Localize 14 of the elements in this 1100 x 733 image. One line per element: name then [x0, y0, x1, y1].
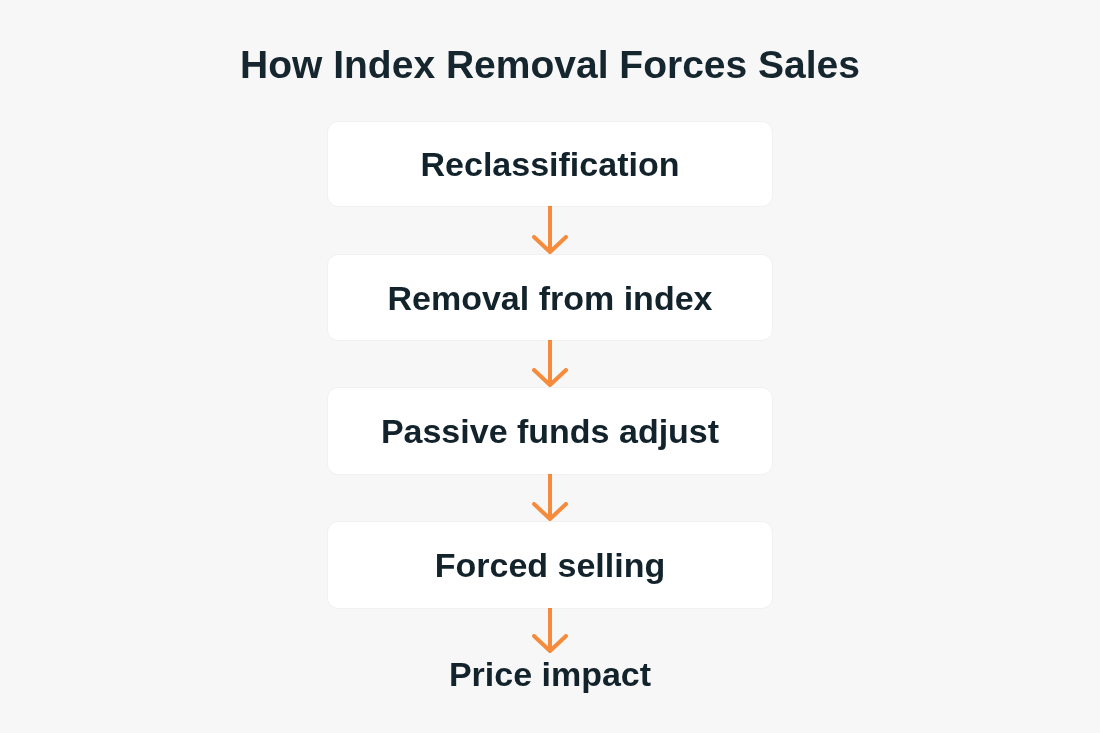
diagram-title: How Index Removal Forces Sales — [240, 42, 860, 88]
arrow — [532, 340, 568, 387]
arrow — [532, 474, 568, 521]
process-box — [328, 522, 772, 608]
step-label: Passive funds adjust — [380, 411, 720, 451]
arrow — [532, 206, 568, 254]
process-box — [328, 122, 772, 206]
step-label: Removal from index — [387, 277, 713, 318]
outcome-label: Price impact — [448, 654, 652, 694]
step-label: Forced selling — [434, 545, 666, 585]
process-box — [328, 255, 772, 340]
process-box — [328, 388, 772, 474]
arrow — [532, 608, 568, 653]
step-label: Reclassification — [420, 144, 680, 184]
